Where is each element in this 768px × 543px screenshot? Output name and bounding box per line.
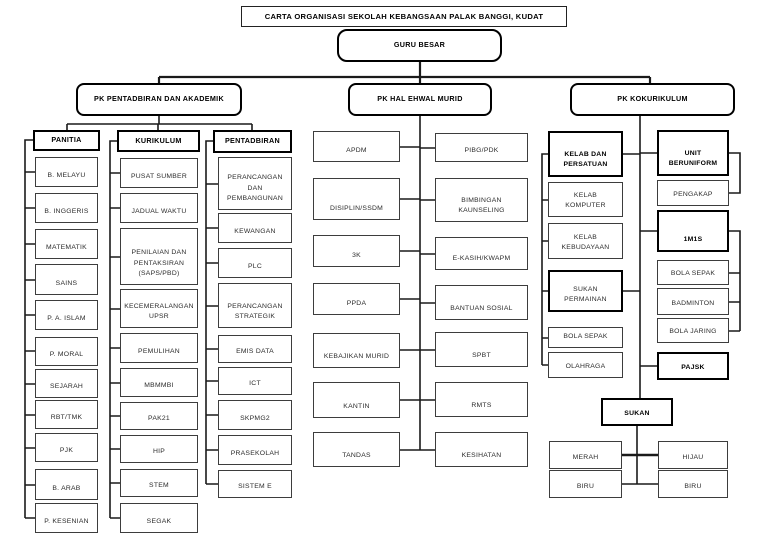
node-bola-jaring: BOLA JARING: [657, 318, 729, 343]
header-panitia: PANITIA: [33, 130, 100, 151]
node-3k: 3K: [313, 235, 400, 267]
connector: [157, 62, 652, 83]
node-matematik: MATEMATIK: [35, 229, 98, 259]
node-pk-hal-ehwal-murid: PK HAL EHWAL MURID: [348, 83, 492, 116]
connector: [109, 140, 120, 519]
node-skpmg2: SKPMG2: [218, 400, 292, 430]
node-sukan-permainan: SUKAN PERMAINAN: [548, 270, 623, 312]
node-pk-kokurikulum: PK KOKURIKULUM: [570, 83, 735, 116]
node-stem: STEM: [120, 469, 198, 497]
node-kebajikan-murid: KEBAJIKAN MURID: [313, 333, 400, 368]
node-unit-beruniform: UNIT BERUNIFORM: [657, 130, 729, 176]
node-bola-sepak-kanan: BOLA SEPAK: [657, 260, 729, 285]
node-perancangan-pembangunan: PERANCANGAN DAN PEMBANGUNAN: [218, 157, 292, 210]
node-sains: SAINS: [35, 264, 98, 295]
node-ict: ICT: [218, 367, 292, 395]
node-1m1s: 1M1S: [657, 210, 729, 252]
connector: [541, 153, 548, 366]
node-ppda: PPDA: [313, 283, 400, 315]
node-rumah-merah: MERAH: [549, 441, 622, 469]
node-rumah-biru-kanan: BIRU: [658, 470, 728, 498]
node-rumah-biru-kiri: BIRU: [549, 470, 622, 498]
node-kesihatan: KESIHATAN: [435, 432, 528, 467]
connector: [24, 139, 35, 519]
node-kelab-dan-persatuan: KELAB DAN PERSATUAN: [548, 131, 623, 177]
node-sukan: SUKAN: [601, 398, 673, 426]
connector: [66, 116, 253, 130]
node-sistem-e: SISTEM E: [218, 470, 292, 498]
node-pusat-sumber: PUSAT SUMBER: [120, 158, 198, 188]
node-perancangan-strategik: PERANCANGAN STRATEGIK: [218, 283, 292, 328]
node-spbt: SPBT: [435, 332, 528, 367]
node-kelab-komputer: KELAB KOMPUTER: [548, 182, 623, 217]
node-tandas: TANDAS: [313, 432, 400, 467]
connector: [205, 140, 218, 485]
node-segak: SEGAK: [120, 503, 198, 533]
connector: [729, 152, 741, 332]
node-mbmmbi: MBMMBI: [120, 368, 198, 397]
header-pentadbiran: PENTADBIRAN: [213, 130, 292, 153]
node-rumah-hijau: HIJAU: [658, 441, 728, 469]
node-rmts: RMTS: [435, 382, 528, 417]
node-kelab-kebudayaan: KELAB KEBUDAYAAN: [548, 223, 623, 259]
node-pk-pentadbiran-akademik: PK PENTADBIRAN DAN AKADEMIK: [76, 83, 242, 116]
header-kurikulum: KURIKULUM: [117, 130, 200, 152]
node-p-kesenian: P. KESENIAN: [35, 503, 98, 533]
node-bola-sepak-kiri: BOLA SEPAK: [548, 327, 623, 348]
node-b-arab: B. ARAB: [35, 469, 98, 500]
node-disiplin-ssdm: DISIPLIN/SSDM: [313, 178, 400, 220]
node-pajsk: PAJSK: [657, 352, 729, 380]
node-emis-data: EMIS DATA: [218, 335, 292, 363]
node-guru-besar: GURU BESAR: [337, 29, 502, 62]
node-bimbingan-kaunseling: BIMBINGAN KAUNSELING: [435, 178, 528, 222]
node-pak21: PAK21: [120, 402, 198, 430]
node-prasekolah: PRASEKOLAH: [218, 435, 292, 465]
connector: [623, 116, 657, 398]
node-pibg-pdk: PIBG/PDK: [435, 133, 528, 162]
node-pa-islam: P. A. ISLAM: [35, 300, 98, 330]
node-kewangan: KEWANGAN: [218, 213, 292, 243]
node-kantin: KANTIN: [313, 382, 400, 418]
node-penilaian-pentaksiran: PENILAIAN DAN PENTAKSIRAN (SAPS/PBD): [120, 228, 198, 285]
node-sejarah: SEJARAH: [35, 369, 98, 398]
node-kecemeralangan-upsr: KECEMERALANGAN UPSR: [120, 289, 198, 328]
node-bantuan-sosial: BANTUAN SOSIAL: [435, 285, 528, 320]
connector: [400, 116, 435, 451]
node-hip: HIP: [120, 435, 198, 463]
node-pengakap: PENGAKAP: [657, 180, 729, 206]
node-b-inggeris: B. INGGERIS: [35, 193, 98, 223]
node-e-kasih-kwapm: E-KASIH/KWAPM: [435, 237, 528, 270]
node-plc: PLC: [218, 248, 292, 278]
node-apdm: APDM: [313, 131, 400, 162]
chart-title: CARTA ORGANISASI SEKOLAH KEBANGSAAN PALA…: [241, 6, 567, 27]
node-rbt-tmk: RBT/TMK: [35, 400, 98, 429]
node-jadual-waktu: JADUAL WAKTU: [120, 193, 198, 223]
node-pjk: PJK: [35, 433, 98, 462]
node-olahraga: OLAHRAGA: [548, 352, 623, 378]
node-b-melayu: B. MELAYU: [35, 157, 98, 187]
node-pemulihan: PEMULIHAN: [120, 333, 198, 363]
node-p-moral: P. MORAL: [35, 337, 98, 366]
node-badminton: BADMINTON: [657, 288, 729, 315]
